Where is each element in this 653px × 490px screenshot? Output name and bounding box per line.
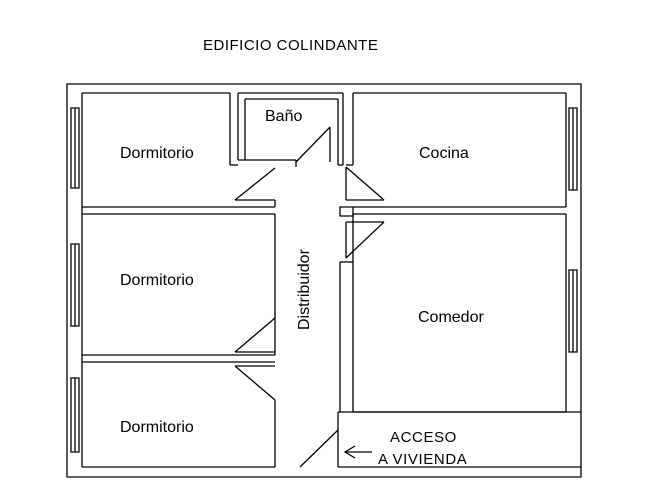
access-label-line1: ACCESO [390,429,457,446]
exterior-wall-outer [67,84,581,477]
plan-title: EDIFICIO COLINDANTE [203,37,379,54]
door-entrance [300,430,581,467]
door-dormitorio-2 [235,318,275,352]
door-bano [296,127,330,167]
door-cocina [346,167,384,200]
room-label-distribuidor: Distribuidor [296,249,313,330]
window-right-1 [569,108,577,190]
column [340,207,353,216]
door-dormitorio-1 [235,168,275,200]
window-left-1 [71,108,79,188]
access-arrow-icon [345,446,372,458]
window-right-2 [569,270,577,352]
door-dormitorio-3 [235,366,275,400]
room-label-bano: Baño [265,108,303,125]
room-label-cocina: Cocina [419,145,469,162]
window-left-3 [71,378,79,452]
door-comedor [346,222,384,258]
access-label-line2: A VIVIENDA [378,451,468,468]
window-left-2 [71,244,79,326]
room-label-comedor: Comedor [418,309,484,326]
room-label-dormitorio-1: Dormitorio [120,145,194,162]
room-label-dormitorio-2: Dormitorio [120,272,194,289]
room-label-dormitorio-3: Dormitorio [120,419,194,436]
